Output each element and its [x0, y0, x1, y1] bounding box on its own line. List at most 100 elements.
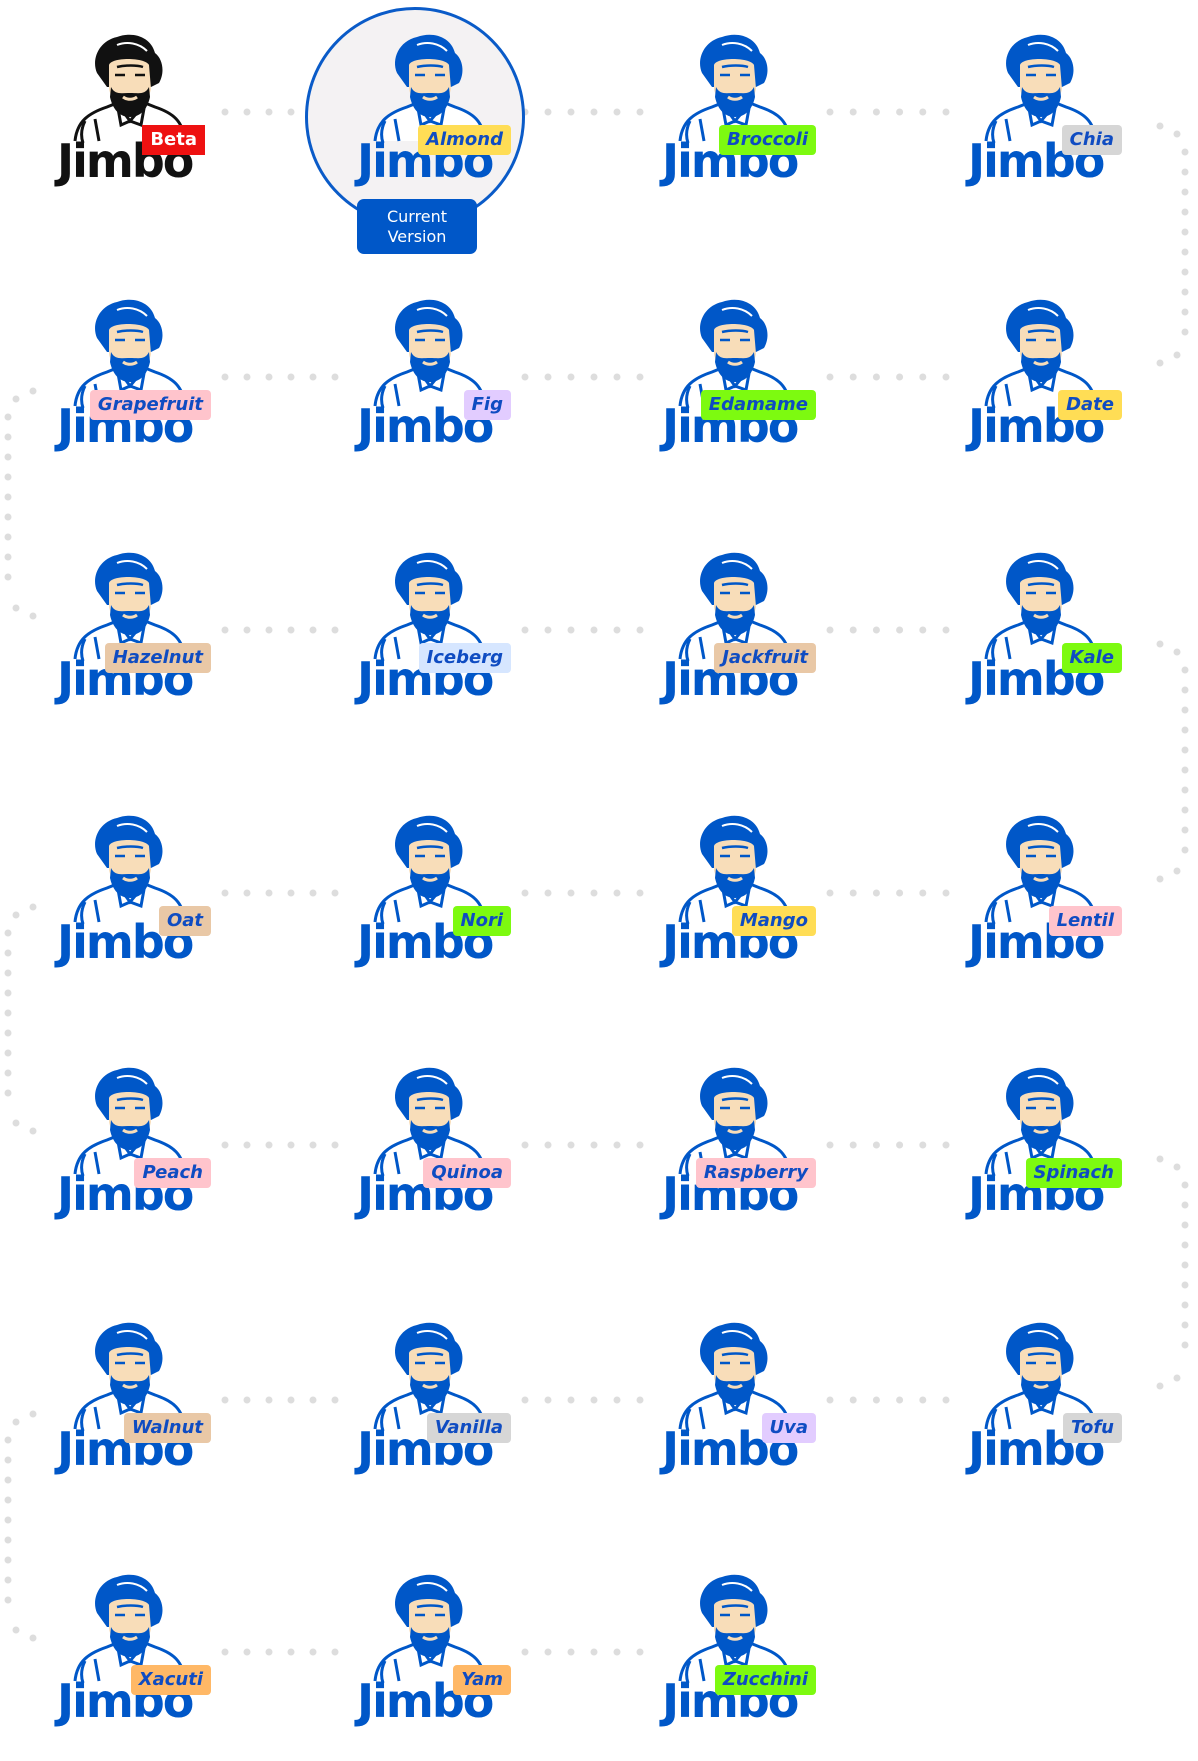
- connector-dot: [221, 1141, 229, 1149]
- connector-dot: [243, 626, 251, 634]
- connector-dot: [896, 889, 904, 897]
- version-tag: Uva: [761, 1413, 816, 1443]
- version-tag: Chia: [1061, 125, 1122, 155]
- connector-dot: [4, 1456, 12, 1464]
- version-tag: Hazelnut: [104, 643, 211, 673]
- connector-dot: [1181, 268, 1189, 276]
- connector-dot: [590, 1396, 598, 1404]
- connector-dot: [1181, 1181, 1189, 1189]
- connector-dot: [613, 373, 621, 381]
- connector-dot: [942, 108, 950, 116]
- connector-dot: [1181, 686, 1189, 694]
- connector-dot: [826, 1141, 834, 1149]
- connector-dot: [265, 1648, 273, 1656]
- version-tag: Xacuti: [130, 1665, 211, 1695]
- version-tag: Walnut: [123, 1413, 211, 1443]
- jimbo-mascot-icon: [678, 34, 792, 144]
- connector-dot: [1181, 726, 1189, 734]
- connector-dot: [636, 889, 644, 897]
- version-tag: Jackfruit: [714, 643, 816, 673]
- connector-dot: [221, 1648, 229, 1656]
- connector-dot: [1181, 1241, 1189, 1249]
- connector-dot: [4, 473, 12, 481]
- connector-dot: [636, 626, 644, 634]
- connector-dot: [590, 626, 598, 634]
- version-tag: Kale: [1061, 643, 1122, 673]
- version-tag: Zucchini: [714, 1665, 816, 1695]
- connector-dot: [849, 108, 857, 116]
- version-tag: Lentil: [1048, 906, 1122, 936]
- version-tag: Iceberg: [418, 643, 511, 673]
- connector-dot: [849, 626, 857, 634]
- connector-dot: [29, 387, 37, 395]
- connector-dot: [1181, 706, 1189, 714]
- connector-dot: [567, 626, 575, 634]
- connector-dot: [896, 626, 904, 634]
- connector-dot: [1181, 1221, 1189, 1229]
- connector-dot: [221, 1396, 229, 1404]
- connector-dot: [849, 1141, 857, 1149]
- connector-dot: [265, 626, 273, 634]
- connector-dot: [4, 949, 12, 957]
- connector-dot: [521, 373, 529, 381]
- connector-dot: [4, 1009, 12, 1017]
- connector-dot: [1181, 188, 1189, 196]
- connector-dot: [826, 373, 834, 381]
- connector-dot: [309, 1648, 317, 1656]
- connector-dot: [636, 1648, 644, 1656]
- connector-dot: [309, 1396, 317, 1404]
- connector-dot: [1181, 1261, 1189, 1269]
- connector-dot: [1173, 130, 1181, 138]
- connector-dot: [1181, 228, 1189, 236]
- version-tag: Mango: [731, 906, 816, 936]
- connector-dot: [1181, 288, 1189, 296]
- jimbo-mascot-icon: [73, 34, 187, 144]
- connector-dot: [4, 413, 12, 421]
- connector-dot: [4, 1476, 12, 1484]
- connector-dot: [544, 626, 552, 634]
- connector-dot: [1181, 308, 1189, 316]
- connector-dot: [4, 1029, 12, 1037]
- connector-dot: [12, 604, 20, 612]
- version-tag: Tofu: [1063, 1413, 1122, 1443]
- jimbo-mascot-icon: [678, 815, 792, 925]
- connector-dot: [1181, 248, 1189, 256]
- version-tag: Grapefruit: [89, 390, 211, 420]
- connector-dot: [4, 1516, 12, 1524]
- connector-dot: [4, 1596, 12, 1604]
- connector-dot: [12, 1418, 20, 1426]
- connector-dot: [243, 373, 251, 381]
- connector-dot: [521, 1141, 529, 1149]
- connector-dot: [4, 513, 12, 521]
- connector-dot: [613, 1141, 621, 1149]
- connector-dot: [1181, 1301, 1189, 1309]
